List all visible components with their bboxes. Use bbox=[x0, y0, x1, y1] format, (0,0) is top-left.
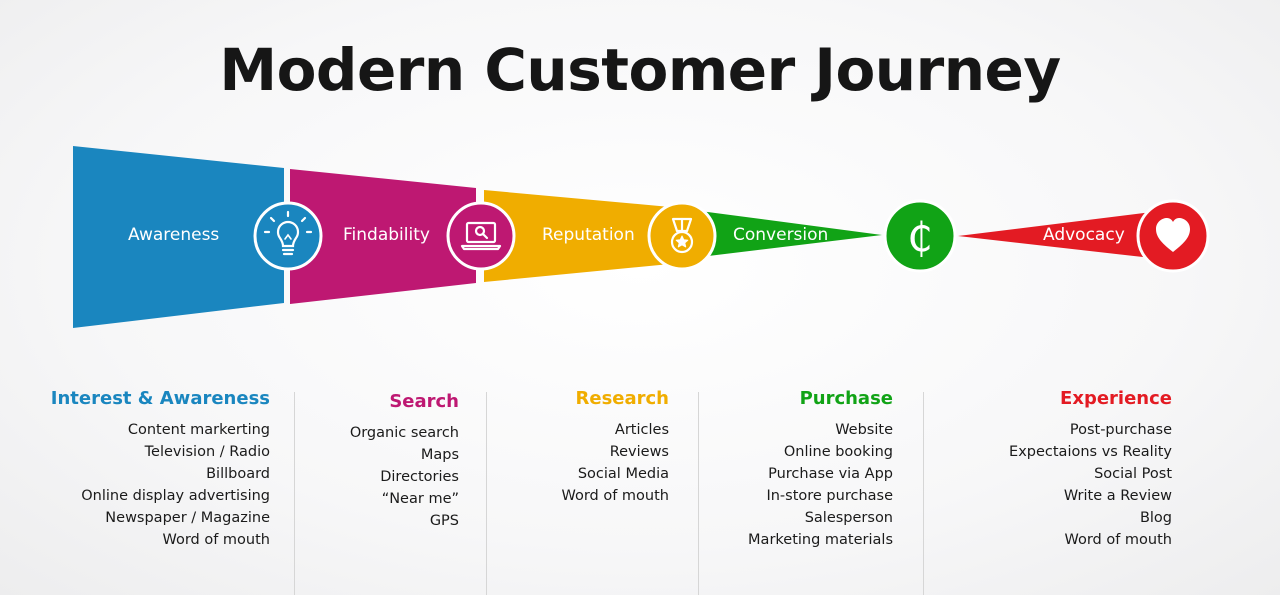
list-item: Post-purchase bbox=[1069, 422, 1172, 438]
list-item: Marketing materials bbox=[748, 532, 893, 548]
list-item: Write a Review bbox=[1063, 488, 1172, 504]
list-item: “Near me” bbox=[381, 491, 459, 507]
advocacy-segment bbox=[958, 211, 1160, 259]
list-item: Maps bbox=[420, 447, 459, 463]
cedi-coin-icon: ₵ bbox=[883, 199, 957, 273]
list-item: Online booking bbox=[783, 444, 893, 460]
list-item: Organic search bbox=[349, 425, 459, 441]
list-item: Directories bbox=[380, 469, 459, 485]
column-divider bbox=[698, 392, 699, 595]
lightbulb-icon bbox=[253, 201, 323, 271]
column-interest-awareness: Interest & Awareness Content markerting … bbox=[51, 388, 270, 551]
column-heading: Search bbox=[389, 391, 459, 412]
list-item: In-store purchase bbox=[766, 488, 893, 504]
column-search: Search Organic search Maps Directories “… bbox=[350, 391, 459, 532]
stage-label-reputation: Reputation bbox=[542, 225, 635, 245]
conversion-segment bbox=[700, 211, 882, 257]
list-item: Word of mouth bbox=[561, 488, 669, 504]
list-item: Articles bbox=[614, 422, 669, 438]
list-item: Social Post bbox=[1094, 466, 1172, 482]
list-item: Online display advertising bbox=[81, 488, 270, 504]
column-divider bbox=[923, 392, 924, 595]
column-heading: Research bbox=[575, 388, 670, 409]
findability-segment bbox=[290, 169, 476, 304]
list-item: Reviews bbox=[609, 444, 669, 460]
laptop-search-icon bbox=[446, 201, 516, 271]
column-divider bbox=[486, 392, 487, 595]
awareness-segment bbox=[73, 146, 284, 328]
stage-label-awareness: Awareness bbox=[128, 225, 220, 245]
column-heading: Interest & Awareness bbox=[50, 388, 270, 409]
column-divider bbox=[294, 392, 295, 595]
svg-text:₵: ₵ bbox=[907, 215, 932, 261]
column-heading: Experience bbox=[1060, 388, 1172, 409]
column-experience: Experience Post-purchase Expectaions vs … bbox=[1009, 388, 1172, 551]
list-item: Blog bbox=[1139, 510, 1172, 526]
stage-label-advocacy: Advocacy bbox=[1043, 225, 1125, 245]
list-item: Television / Radio bbox=[144, 444, 270, 460]
list-item: Word of mouth bbox=[1064, 532, 1172, 548]
column-purchase: Purchase Website Online booking Purchase… bbox=[748, 388, 893, 551]
stage-label-conversion: Conversion bbox=[733, 225, 829, 245]
reputation-segment bbox=[484, 190, 670, 282]
column-research: Research Articles Reviews Social Media W… bbox=[561, 388, 669, 507]
list-item: Social Media bbox=[577, 466, 669, 482]
stage-label-findability: Findability bbox=[343, 225, 430, 245]
list-item: Word of mouth bbox=[162, 532, 270, 548]
list-item: Salesperson bbox=[804, 510, 893, 526]
list-item: GPS bbox=[429, 513, 459, 529]
list-item: Purchase via App bbox=[768, 466, 893, 482]
list-item: Website bbox=[835, 422, 893, 438]
list-item: Expectaions vs Reality bbox=[1009, 444, 1172, 460]
heart-icon bbox=[1136, 199, 1210, 273]
list-item: Newspaper / Magazine bbox=[105, 510, 270, 526]
column-heading: Purchase bbox=[799, 388, 893, 409]
medal-icon bbox=[647, 201, 717, 271]
list-item: Billboard bbox=[206, 466, 270, 482]
page-title: Modern Customer Journey bbox=[219, 36, 1061, 104]
list-item: Content markerting bbox=[127, 422, 270, 438]
